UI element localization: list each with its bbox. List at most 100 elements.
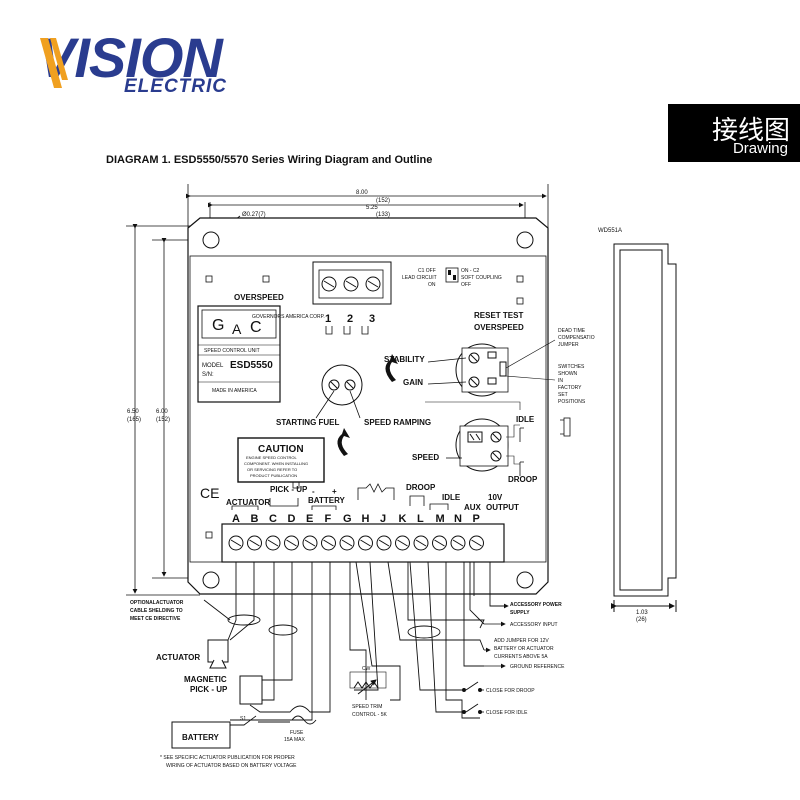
battery-plus-label: +: [332, 487, 337, 496]
switches-line-5: SET: [558, 392, 568, 398]
badge-english-text: Drawing: [732, 140, 788, 157]
optional-note-3: MEET CE DIRECTIVE: [130, 616, 181, 622]
ground-reference: GROUND REFERENCE: [510, 664, 565, 670]
top-terminal-1: 1: [325, 313, 331, 325]
magnetic-label: MAGNETIC: [184, 675, 227, 684]
reset-test-label: RESET TEST: [474, 311, 523, 320]
terminal-screw-slot-g: [341, 539, 353, 547]
droop-terminal-label: DROOP: [406, 483, 436, 492]
terminal-screw-slot-a: [230, 539, 242, 547]
terminal-letter-m: M: [436, 513, 445, 525]
accessory-power-1: ACCESSORY POWER: [510, 602, 562, 608]
top-terminal-jumpers: [325, 326, 369, 335]
speed-trim-pot: [349, 671, 387, 695]
speed-pot-label: SPEED: [412, 453, 439, 462]
optional-note-2: CABLE SHELDING TO: [130, 608, 183, 614]
side-view-label: WD551A: [598, 228, 622, 234]
terminal-screw-slot-j: [378, 539, 390, 547]
starting-fuel-pot: [315, 364, 363, 419]
sn-label: S/N:: [202, 372, 214, 378]
reset-overspeed-label: OVERSPEED: [474, 323, 524, 332]
dead-time-line-1: DEAD TIME: [558, 328, 586, 334]
model-prefix: MODEL: [202, 363, 224, 369]
pickup-symbol: [239, 675, 263, 705]
caution-line-4: PRODUCT PUBLICATION: [250, 473, 297, 478]
dim-height-inner: 6.00: [156, 409, 168, 415]
logo-sub-text: ELECTRIC: [124, 76, 227, 97]
terminal-letter-l: L: [417, 513, 424, 525]
droop-idle-switches: [462, 681, 482, 714]
battery-minus-label: -: [312, 487, 315, 496]
terminal-letter-d: D: [288, 513, 296, 525]
fuse-label-1: FUSE: [290, 730, 304, 736]
side-view-outline: [611, 243, 677, 612]
output-10v-label: 10V: [488, 493, 503, 502]
dim-height-outer: 6.50: [127, 409, 139, 415]
droop-pot-label: DROOP: [508, 475, 538, 484]
idle-pot-label: IDLE: [516, 415, 535, 424]
terminal-screw-slot-k: [397, 539, 408, 547]
footnote-line-2: WIRING OF ACTUATOR BASED ON BATTERY VOLT…: [166, 763, 297, 769]
speed-trim-label-1: SPEED TRIM: [352, 704, 382, 710]
badge-chinese-text: 接线图: [711, 116, 790, 146]
accessory-power-2: SUPPLY: [510, 610, 530, 616]
terminal-screw-slot-n: [452, 539, 464, 547]
caution-title: CAUTION: [258, 444, 304, 455]
switches-line-3: IN: [558, 378, 563, 384]
pickup-wiring-label: PICK - UP: [190, 685, 228, 694]
actuator-terminal-label: ACTUATOR: [226, 498, 270, 507]
ce-mark: CE: [200, 485, 219, 501]
terminal-screw-slot-l: [415, 539, 427, 547]
dim-width-top: 8.00: [356, 190, 368, 196]
close-for-droop: CLOSE FOR DROOP: [486, 688, 535, 694]
dim-width-inner: 5.25: [366, 205, 378, 211]
output-label: OUTPUT: [486, 503, 519, 512]
gac-small-text: GOVERNORS AMERICA CORP.: [252, 314, 325, 320]
terminal-letter-h: H: [362, 513, 370, 525]
top-terminal-2: 2: [347, 313, 353, 325]
cw-label: CW: [362, 666, 371, 672]
dip-off: OFF: [461, 282, 471, 288]
terminal-brackets: [231, 483, 449, 510]
stability-gain-pots: [425, 339, 556, 410]
logo-stripes-icon: [40, 38, 68, 88]
dip-soft-coupling: SOFT COUPLING: [461, 275, 502, 281]
speed-control-unit-text: SPEED CONTROL UNIT: [204, 348, 260, 354]
switches-line-6: POSITIONS: [558, 399, 586, 405]
aux-terminal-label: AUX: [464, 503, 482, 512]
svg-text:A: A: [232, 321, 242, 337]
diagram-title: DIAGRAM 1. ESD5550/5570 Series Wiring Di…: [106, 154, 433, 166]
caution-line-1: ENGINE SPEED CONTROL: [246, 455, 297, 460]
dip-switches: [445, 267, 459, 283]
speed-trim-label-2: CONTROL - 5K: [352, 712, 387, 718]
actuator-symbol: [207, 639, 229, 669]
terminal-screw-slot-c: [267, 539, 279, 547]
battery-terminal-label: BATTERY: [308, 496, 346, 505]
caution-line-3: OR SERVICING REFER TO: [247, 467, 297, 472]
speed-idle-droop-pots: [446, 418, 524, 476]
logo-main-text: VISION: [38, 26, 223, 89]
close-for-idle: CLOSE FOR IDLE: [486, 710, 528, 716]
label-leaders: [480, 603, 509, 713]
dip-lead-circuit: LEAD CIRCUIT: [402, 275, 437, 281]
switch-label: S1: [240, 716, 246, 722]
svg-text:G: G: [212, 317, 224, 334]
vision-electric-logo: VISION ELECTRIC: [38, 30, 233, 100]
mounting-holes: [202, 231, 534, 589]
terminal-letter-f: F: [325, 513, 332, 525]
idle-terminal-label: IDLE: [442, 493, 461, 502]
caution-line-2: COMPONENT. WHEN INSTALLING: [244, 461, 308, 466]
terminal-letter-c: C: [269, 513, 277, 525]
switch-symbol-icon: [230, 715, 290, 726]
dead-time-line-2: COMPENSATIO: [558, 335, 595, 341]
top-terminal-block: [312, 261, 392, 305]
stability-label: STABILITY: [384, 355, 425, 364]
optional-note-1: OPTIONALACTUATOR: [130, 600, 184, 606]
gac-plate: G A C: [197, 305, 281, 403]
terminal-screw-slot-p: [471, 539, 482, 547]
wiring-lines: [203, 561, 506, 721]
terminal-screw-slot-d: [286, 539, 297, 547]
terminal-letter-a: A: [232, 513, 240, 525]
dim-hole: Ø0.27(7): [242, 212, 266, 218]
